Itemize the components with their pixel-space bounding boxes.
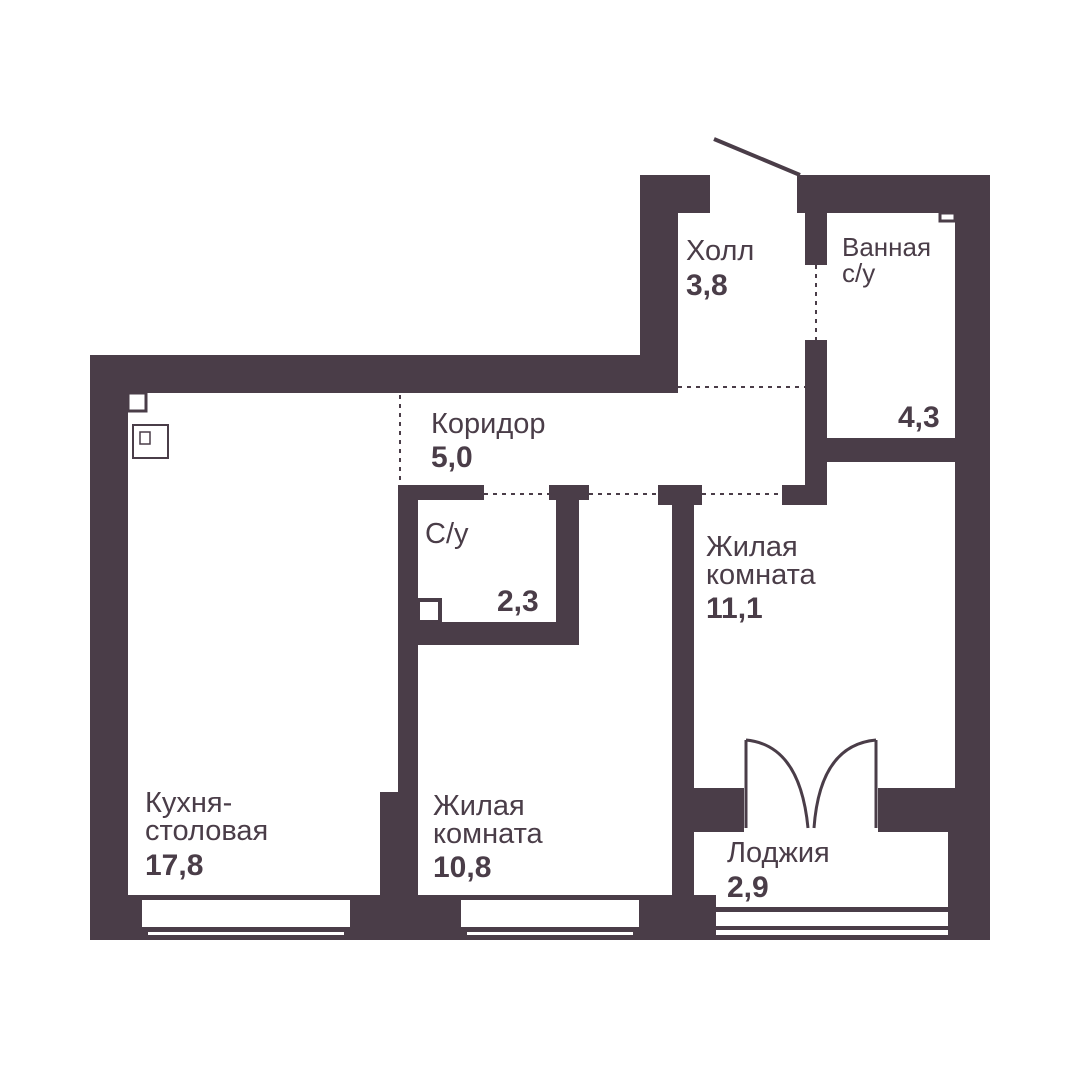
label-corridor: Коридор 5,0 — [431, 408, 546, 474]
hall-area: 3,8 — [686, 269, 728, 302]
living-right-name-line2: комната — [706, 559, 817, 591]
corridor-name: Коридор — [431, 408, 546, 440]
kitchen-name-line2: столовая — [145, 815, 268, 847]
bathroom-name-line2: с/у — [842, 258, 875, 288]
loggia-doors — [744, 738, 878, 829]
shafts — [126, 211, 957, 624]
room-spaces — [128, 213, 955, 893]
corridor-area: 5,0 — [431, 441, 473, 474]
label-kitchen: Кухня- столовая 17,8 — [145, 787, 268, 882]
windows — [142, 832, 948, 935]
dashed-boundaries — [399, 265, 817, 495]
kitchen-name-line1: Кухня- — [145, 787, 232, 819]
loggia-name: Лоджия — [727, 837, 830, 869]
living-middle-name-line2: комната — [433, 818, 544, 850]
wc-area: 2,3 — [497, 585, 539, 618]
label-loggia: Лоджия 2,9 — [727, 837, 830, 904]
bathroom-area: 4,3 — [898, 401, 940, 434]
vent-shaft-bath-icon — [938, 211, 957, 223]
label-living-middle: Жилая комната 10,8 — [433, 790, 544, 884]
label-bathroom: Ванная с/у 4,3 — [842, 232, 940, 434]
label-hall: Холл 3,8 — [686, 235, 754, 302]
vent-shaft-icon — [126, 391, 148, 413]
living-right-area: 11,1 — [706, 592, 763, 625]
hall-name: Холл — [686, 235, 754, 267]
label-living-right: Жилая комната 11,1 — [706, 531, 817, 625]
wc-name: С/у — [425, 518, 469, 550]
living-middle-area: 10,8 — [433, 851, 491, 884]
loggia-area: 2,9 — [727, 871, 769, 904]
bathroom-name-line1: Ванная — [842, 232, 931, 262]
entrance-door — [713, 137, 801, 177]
kitchen-area: 17,8 — [145, 849, 203, 882]
vent-shaft-wc-icon — [416, 598, 442, 624]
walls-overlay — [380, 340, 990, 895]
living-middle-name-line1: Жилая — [433, 790, 525, 822]
window-loggia — [716, 832, 948, 907]
living-right-name-line1: Жилая — [706, 531, 798, 563]
window-kitchen — [142, 900, 350, 927]
window-middle — [461, 900, 639, 927]
label-wc: С/у 2,3 — [425, 518, 539, 618]
